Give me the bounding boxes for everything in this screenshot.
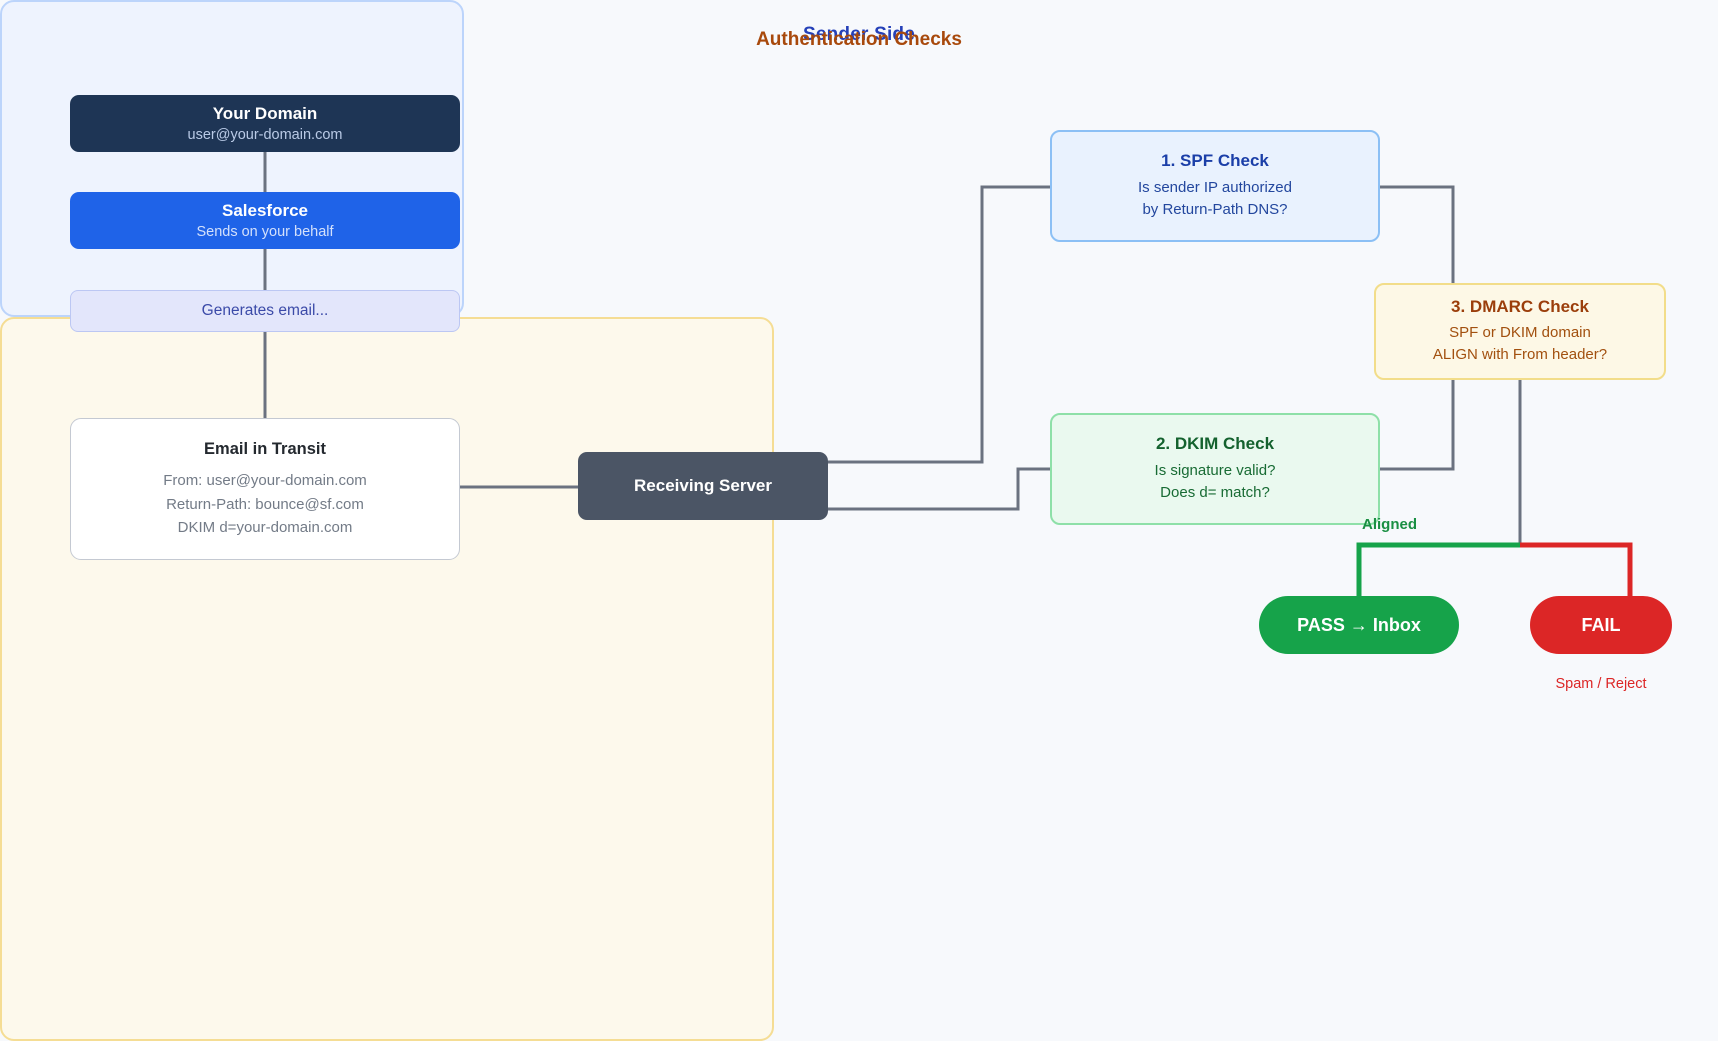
node-salesforce[interactable]: Salesforce Sends on your behalf [70, 192, 460, 249]
spf-check-line-2: by Return-Path DNS? [1142, 201, 1288, 218]
email-from-line: From: user@your-domain.com [163, 472, 367, 490]
node-spf-check[interactable]: 1. SPF Check Is sender IP authorized by … [1050, 130, 1380, 242]
node-email-in-transit[interactable]: Email in Transit From: user@your-domain.… [70, 418, 460, 560]
your-domain-label: Your Domain [212, 104, 318, 123]
your-domain-email: user@your-domain.com [187, 127, 343, 143]
generates-email-label: Generates email... [201, 302, 329, 319]
node-receiving-server[interactable]: Receiving Server [578, 452, 828, 520]
email-return-path-line: Return-Path: bounce@sf.com [166, 495, 364, 513]
edge-dmarc-to-pass [1356, 542, 1520, 596]
spf-check-line-1: Is sender IP authorized [1138, 179, 1292, 196]
fail-label: FAIL [1581, 614, 1621, 635]
node-dkim-check[interactable]: 2. DKIM Check Is signature valid? Does d… [1050, 413, 1380, 525]
sender-side-title: Sender Side [802, 24, 916, 45]
spf-check-title: 1. SPF Check [1161, 151, 1269, 170]
authentication-checks-title: Authentication Checks [756, 29, 962, 50]
node-your-domain[interactable]: Your Domain user@your-domain.com [70, 95, 460, 152]
node-generates-email[interactable]: Generates email... [70, 290, 460, 332]
node-fail[interactable]: FAIL [1530, 596, 1672, 654]
dkim-check-line-2: Does d= match? [1160, 484, 1270, 501]
edge-receiving-server-to-dkim [828, 467, 1050, 511]
edge-spf-to-dmarc [1380, 185, 1455, 283]
dmarc-check-title: 3. DMARC Check [1451, 297, 1589, 316]
email-in-transit-title: Email in Transit [204, 440, 326, 459]
dkim-check-title: 2. DKIM Check [1155, 434, 1275, 453]
diagram-canvas: Sender Side Your Domain user@your-domain… [0, 0, 1672, 1041]
salesforce-subtitle: Sends on your behalf [196, 224, 334, 240]
node-dmarc-check[interactable]: 3. DMARC Check SPF or DKIM domain ALIGN … [1374, 283, 1666, 380]
email-dkim-line: DKIM d=your-domain.com [177, 519, 353, 537]
dmarc-check-line-1: SPF or DKIM domain [1449, 324, 1591, 341]
dmarc-check-line-2: ALIGN with From header? [1432, 346, 1608, 363]
salesforce-label: Salesforce [222, 201, 308, 220]
fail-outcome-note: Spam / Reject [1555, 676, 1647, 692]
node-pass-inbox[interactable]: PASS → Inbox [1259, 596, 1459, 654]
receiving-server-label: Receiving Server [634, 476, 772, 495]
aligned-edge-label: Aligned [1362, 516, 1417, 533]
edge-receiving-server-to-spf [828, 185, 1050, 464]
pass-label: PASS → Inbox [1297, 614, 1421, 635]
edge-dkim-to-dmarc [1380, 380, 1455, 471]
dkim-check-line-1: Is signature valid? [1154, 462, 1276, 479]
edge-dmarc-to-fail [1520, 542, 1633, 596]
sender-side-panel: Sender Side [0, 0, 915, 317]
